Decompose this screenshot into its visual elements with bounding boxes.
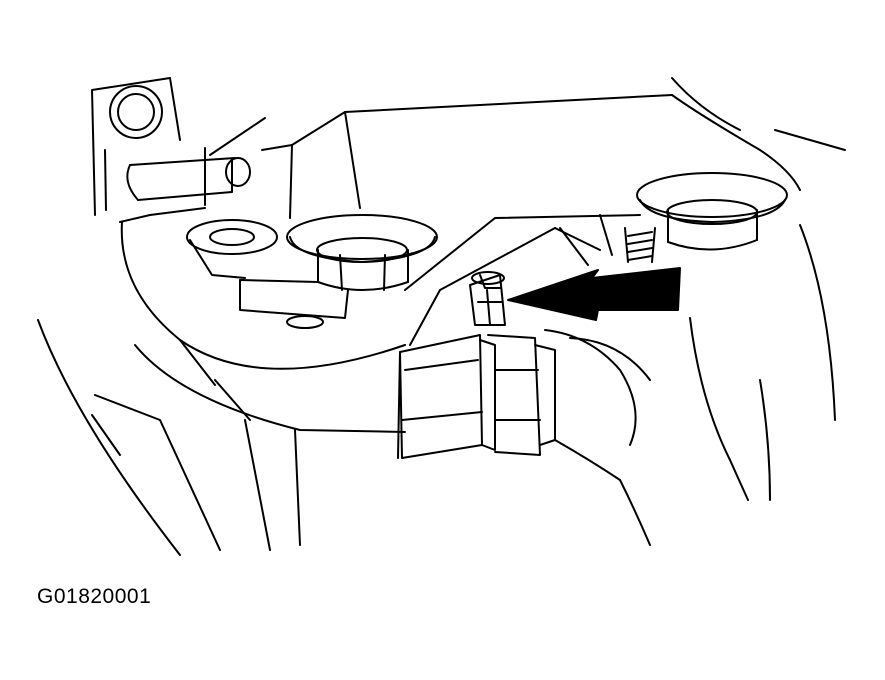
pin-shaft: [127, 148, 250, 205]
small-washer: [187, 220, 277, 278]
hex-nut-fitting: [398, 335, 555, 458]
main-housing: [38, 222, 405, 555]
target-bolt: [470, 272, 505, 325]
arrow-shape: [508, 268, 680, 320]
upper-housing: [210, 78, 845, 218]
mounting-bolt-left: [287, 215, 437, 290]
mounting-bolt-right: [637, 173, 787, 250]
indicator-arrow: [508, 268, 680, 320]
tube-right: [545, 225, 835, 545]
figure-id-label: G01820001: [37, 585, 152, 608]
threaded-stud: [625, 228, 655, 262]
diagonal-arm: [405, 215, 640, 345]
ring-outer: [110, 86, 162, 138]
upper-left-bracket: [92, 78, 205, 222]
lower-bracket: [240, 280, 348, 328]
ring-inner: [118, 94, 154, 130]
